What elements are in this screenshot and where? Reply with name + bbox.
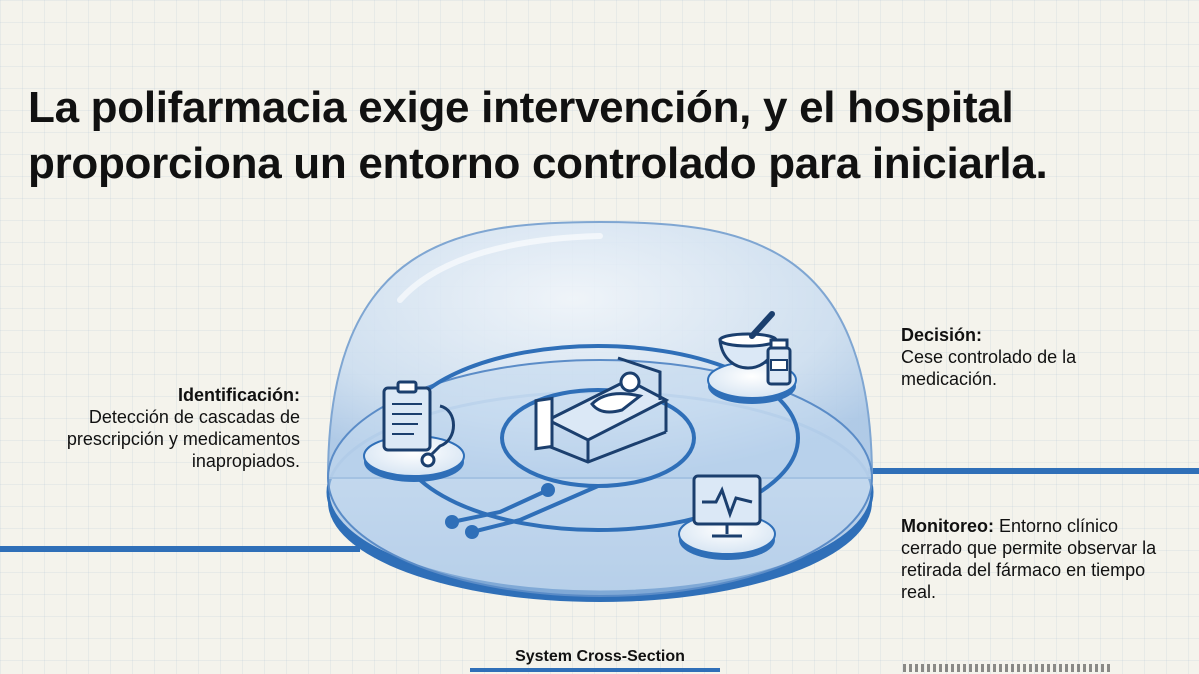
callout-identificacion-heading: Identificación:: [177, 385, 300, 405]
cropped-text-fragment: [903, 664, 1113, 672]
callout-identificacion-body: Detección de cascadas de prescripción y …: [66, 407, 300, 471]
callout-decision-body: Cese controlado de la medicación.: [901, 347, 1077, 389]
pod-monitoreo: [678, 474, 776, 560]
heart-monitor-icon: [692, 474, 762, 538]
circuit-nodes: [445, 483, 555, 539]
pod-decision: [707, 311, 797, 404]
callout-decision: Decisión: Cese controlado de la medicaci…: [901, 324, 1161, 390]
medicine-bottle-icon: [766, 338, 792, 386]
page-title: La polifarmacia exige intervención, y el…: [28, 83, 1048, 188]
callout-decision-heading: Decisión:: [901, 325, 983, 345]
mortar-pestle-icon: [718, 311, 778, 370]
callout-monitoreo-heading: Monitoreo:: [901, 516, 994, 536]
hospital-bed-patient-icon: [534, 356, 670, 464]
pod-identificacion: [363, 380, 465, 482]
pod-patient: [534, 356, 670, 464]
diagram-caption: System Cross-Section: [515, 648, 685, 665]
callout-identificacion: Identificación: Detección de cascadas de…: [20, 384, 300, 472]
callout-monitoreo: Monitoreo: Entorno clínico cerrado que p…: [901, 515, 1161, 603]
callout-monitoreo-body: Entorno clínico cerrado que permite obse…: [901, 516, 1157, 602]
clipboard-stethoscope-icon: [382, 380, 455, 468]
